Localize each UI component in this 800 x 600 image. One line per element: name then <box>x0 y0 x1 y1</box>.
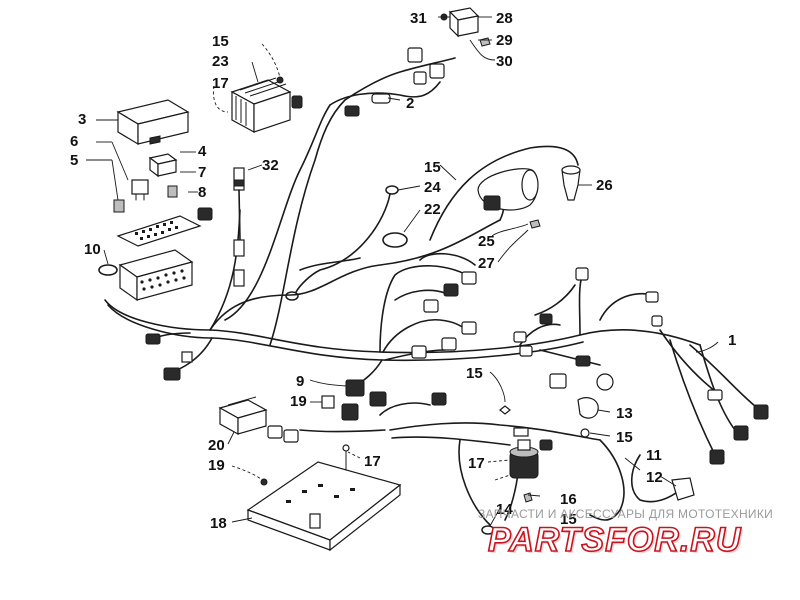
callout-26: 26 <box>596 177 613 194</box>
watermark: ЗАПЧАСТИ И АКСЕССУАРЫ ДЛЯ МОТОТЕХНИКИ PA… <box>478 507 773 561</box>
callout-17-plate: 17 <box>364 453 381 470</box>
callout-15-coil: 15 <box>424 159 441 176</box>
mounting-plate <box>246 444 402 552</box>
callout-11: 11 <box>646 447 662 464</box>
ground-cable <box>285 185 399 301</box>
callout-23: 23 <box>212 53 229 70</box>
fuse-box-base <box>118 249 194 302</box>
clamp-10 <box>98 264 118 276</box>
callout-25: 25 <box>478 233 495 250</box>
voltage-regulator <box>230 76 303 134</box>
callout-19-relay: 19 <box>290 393 307 410</box>
callout-18: 18 <box>210 515 227 532</box>
watermark-logo: PARTSFOR.RU <box>488 521 742 559</box>
callout-10: 10 <box>84 241 101 258</box>
callout-8: 8 <box>198 184 206 201</box>
fuse-box-cover <box>116 99 190 146</box>
callout-6: 6 <box>70 133 78 150</box>
starter-solenoid <box>499 405 553 503</box>
callout-3: 3 <box>78 111 86 128</box>
callout-29: 29 <box>496 32 513 49</box>
fuse-5 <box>113 199 125 213</box>
callout-31: 31 <box>410 10 427 27</box>
relay-6 <box>131 179 149 201</box>
mid-connectors <box>411 267 663 391</box>
callout-19-plate: 19 <box>208 457 225 474</box>
ignition-module <box>440 7 491 47</box>
relays-9 <box>321 379 447 421</box>
callout-7: 7 <box>198 164 206 181</box>
callout-15-regulator: 15 <box>212 33 229 50</box>
callout-15-battery: 15 <box>616 429 633 446</box>
relay-4 <box>148 153 178 178</box>
left-connectors <box>145 333 193 381</box>
callout-4: 4 <box>198 143 207 160</box>
callout-24: 24 <box>424 179 441 196</box>
control-module <box>218 396 299 443</box>
callout-9: 9 <box>296 373 304 390</box>
battery-cable <box>481 428 695 535</box>
ignition-coil <box>477 168 541 229</box>
callout-32: 32 <box>262 157 279 174</box>
fuse-7 <box>167 185 178 198</box>
spark-plug-cap <box>561 165 581 201</box>
fuse-block-board <box>116 207 213 247</box>
callout-28: 28 <box>496 10 513 27</box>
callout-20: 20 <box>208 437 225 454</box>
top-connectors <box>344 47 445 117</box>
callout-12: 12 <box>646 469 663 486</box>
callout-30: 30 <box>496 53 513 70</box>
callout-13: 13 <box>616 405 633 422</box>
cable-tie <box>382 232 408 248</box>
callout-1: 1 <box>728 332 736 349</box>
right-connectors <box>707 389 769 465</box>
callout-15-harness: 15 <box>466 365 483 382</box>
callout-17-regulator: 17 <box>212 75 229 92</box>
leader-lines <box>86 16 719 527</box>
callout-15-solenoid: 15 <box>560 511 577 528</box>
watermark-logo-shadow: PARTSFOR.RU <box>490 523 744 561</box>
sensor-32 <box>233 167 245 287</box>
watermark-caption: ЗАПЧАСТИ И АКСЕССУАРЫ ДЛЯ МОТОТЕХНИКИ <box>478 507 773 521</box>
callout-22: 22 <box>424 201 441 218</box>
callout-27: 27 <box>478 255 495 272</box>
callout-2: 2 <box>406 95 414 112</box>
callout-5: 5 <box>70 152 78 169</box>
callout-14: 14 <box>496 501 513 518</box>
callout-16: 16 <box>560 491 577 508</box>
callout-labels: 1 2 3 4 5 6 7 8 9 10 11 12 13 14 15 15 1… <box>70 10 736 532</box>
callout-17-solenoid: 17 <box>468 455 485 472</box>
boot-13 <box>577 397 599 419</box>
